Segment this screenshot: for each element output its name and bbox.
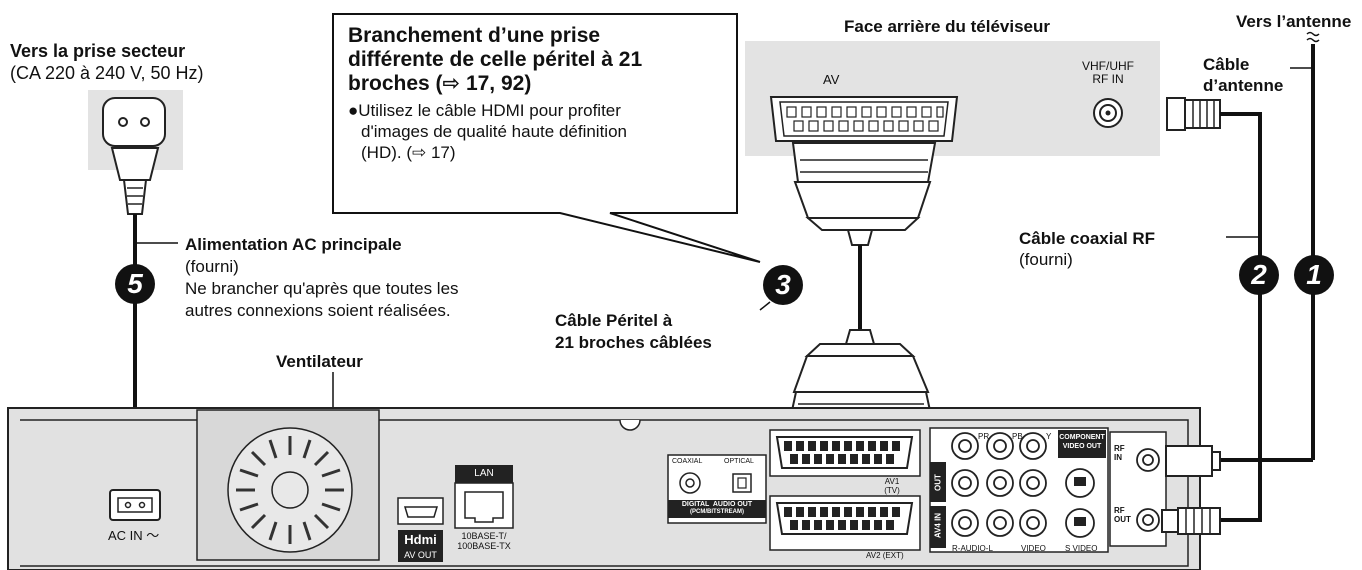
rf-in-label: RF IN xyxy=(1114,444,1125,462)
lan-port xyxy=(454,465,514,529)
power-note-line1: Ne brancher qu'après que toutes les xyxy=(185,279,459,298)
av4-in-label: AV4 IN xyxy=(933,512,943,539)
component-label-line2: VIDEO OUT xyxy=(1062,443,1102,450)
callout-title-line1: Branchement d’une prise xyxy=(348,24,601,47)
av1-scart-port xyxy=(769,429,921,477)
antenna-cable-line2: d’antenne xyxy=(1203,76,1284,95)
s-video-label: S VIDEO xyxy=(1065,544,1098,553)
tv-title: Face arrière du téléviseur xyxy=(844,17,1051,36)
out-label: OUT xyxy=(933,474,943,491)
power-note-line2: autres connexions soient réalisées. xyxy=(185,301,451,320)
component-label: COMPONENT VIDEO OUT xyxy=(1058,433,1106,451)
digital-audio-ports xyxy=(667,454,767,524)
callout-bullet-line2: d'images de qualité haute définition xyxy=(361,122,627,141)
ac-in-socket xyxy=(109,489,161,521)
component-av-block xyxy=(929,427,1109,553)
ac-in-label: AC IN ～ xyxy=(108,528,160,543)
fan-label: Ventilateur xyxy=(276,352,363,371)
tv-rf-socket xyxy=(1093,98,1123,128)
scart-cable xyxy=(788,142,937,421)
callout-title-line3: broches (⇨ 17, 92) xyxy=(348,72,532,95)
lan-sub: 10BASE-T/ 100BASE-TX xyxy=(452,531,516,551)
tv-rf-label: VHF/UHF RF IN xyxy=(1080,60,1136,86)
rf-in-plug xyxy=(1165,445,1221,477)
step-3-badge xyxy=(763,265,803,305)
step-5-number: 5 xyxy=(127,268,143,299)
power-title: Alimentation AC principale xyxy=(185,235,402,254)
hdmi-port xyxy=(397,497,444,562)
digital-audio-out-label: DIGITAL AUDIO OUT xyxy=(681,501,753,508)
step-1-number: 1 xyxy=(1306,259,1322,290)
coax-supplied: (fourni) xyxy=(1019,250,1073,269)
lan-label: LAN xyxy=(474,468,494,479)
antenna-cable-line1: Câble xyxy=(1203,55,1250,74)
video-label: VIDEO xyxy=(1021,544,1046,553)
y-label: Y xyxy=(1046,432,1052,441)
coax-cable xyxy=(1166,97,1262,522)
recorder-rear-panel xyxy=(7,407,1221,570)
rf-in-label-line1: RF xyxy=(1114,444,1125,453)
lan-sub-line2: 100BASE-TX xyxy=(457,541,511,551)
antenna-title: Vers l’antenne xyxy=(1236,12,1352,31)
callout-bullet-line1: ●Utilisez le câble HDMI pour profiter xyxy=(348,101,621,120)
hdmi-logo: Hdmi xyxy=(404,532,437,547)
scart-label-line1: Câble Péritel à xyxy=(555,311,673,330)
tv-scart-socket xyxy=(769,96,959,142)
tv-rf-label-line2: RF IN xyxy=(1092,72,1124,86)
step-1-badge xyxy=(1294,255,1334,295)
callout-title-line2: différente de celle péritel à 21 xyxy=(348,48,643,71)
scart-label-line2: 21 broches câblées xyxy=(555,333,712,352)
mains-title: Vers la prise secteur xyxy=(10,41,186,61)
rf-in-label-line2: IN xyxy=(1114,453,1122,462)
av1-tv-label: (TV) xyxy=(884,486,900,495)
av-out-label: AV OUT xyxy=(404,550,437,560)
rf-out-plug xyxy=(1161,507,1221,535)
callout-box xyxy=(332,13,761,263)
rf-out-label-line1: RF xyxy=(1114,506,1125,515)
av2-scart-port xyxy=(769,495,921,551)
rf-ports-block xyxy=(1109,431,1167,547)
step-2-number: 2 xyxy=(1251,259,1267,290)
mains-spec: (CA 220 à 240 V, 50 Hz) xyxy=(10,63,204,83)
rf-out-label: RF OUT xyxy=(1114,506,1131,524)
optical-label: OPTICAL xyxy=(724,458,754,465)
antenna-cable xyxy=(1220,31,1320,462)
pr-label: PR xyxy=(978,432,990,441)
power-supplied: (fourni) xyxy=(185,257,239,276)
coaxial-label: COAXIAL xyxy=(672,458,703,465)
fan-grille xyxy=(196,409,380,561)
coax-title: Câble coaxial RF xyxy=(1019,229,1156,248)
callout-bullet-line3: (HD). (⇨ 17) xyxy=(361,143,456,162)
av1-label: AV1 xyxy=(884,477,900,486)
step-2-badge xyxy=(1239,255,1279,295)
tv-av-label: AV xyxy=(823,72,840,87)
step-3-number: 3 xyxy=(775,269,791,300)
av1-label-group: AV1 (TV) xyxy=(880,477,904,495)
tv-rf-label-line1: VHF/UHF xyxy=(1082,59,1134,73)
lan-sub-line1: 10BASE-T/ xyxy=(461,531,507,541)
pcm-bitstream-label: (PCM/BITSTREAM) xyxy=(690,509,744,515)
av2-label: AV2 (EXT) xyxy=(866,551,904,560)
component-label-line1: COMPONENT xyxy=(1059,434,1105,441)
r-audio-l-label: R-AUDIO-L xyxy=(952,544,993,553)
step-5-badge xyxy=(115,264,155,304)
mains-plug-icon xyxy=(110,147,160,215)
rf-out-label-line2: OUT xyxy=(1114,515,1131,524)
scart-pointer xyxy=(759,301,771,311)
pb-label: PB xyxy=(1012,432,1023,441)
